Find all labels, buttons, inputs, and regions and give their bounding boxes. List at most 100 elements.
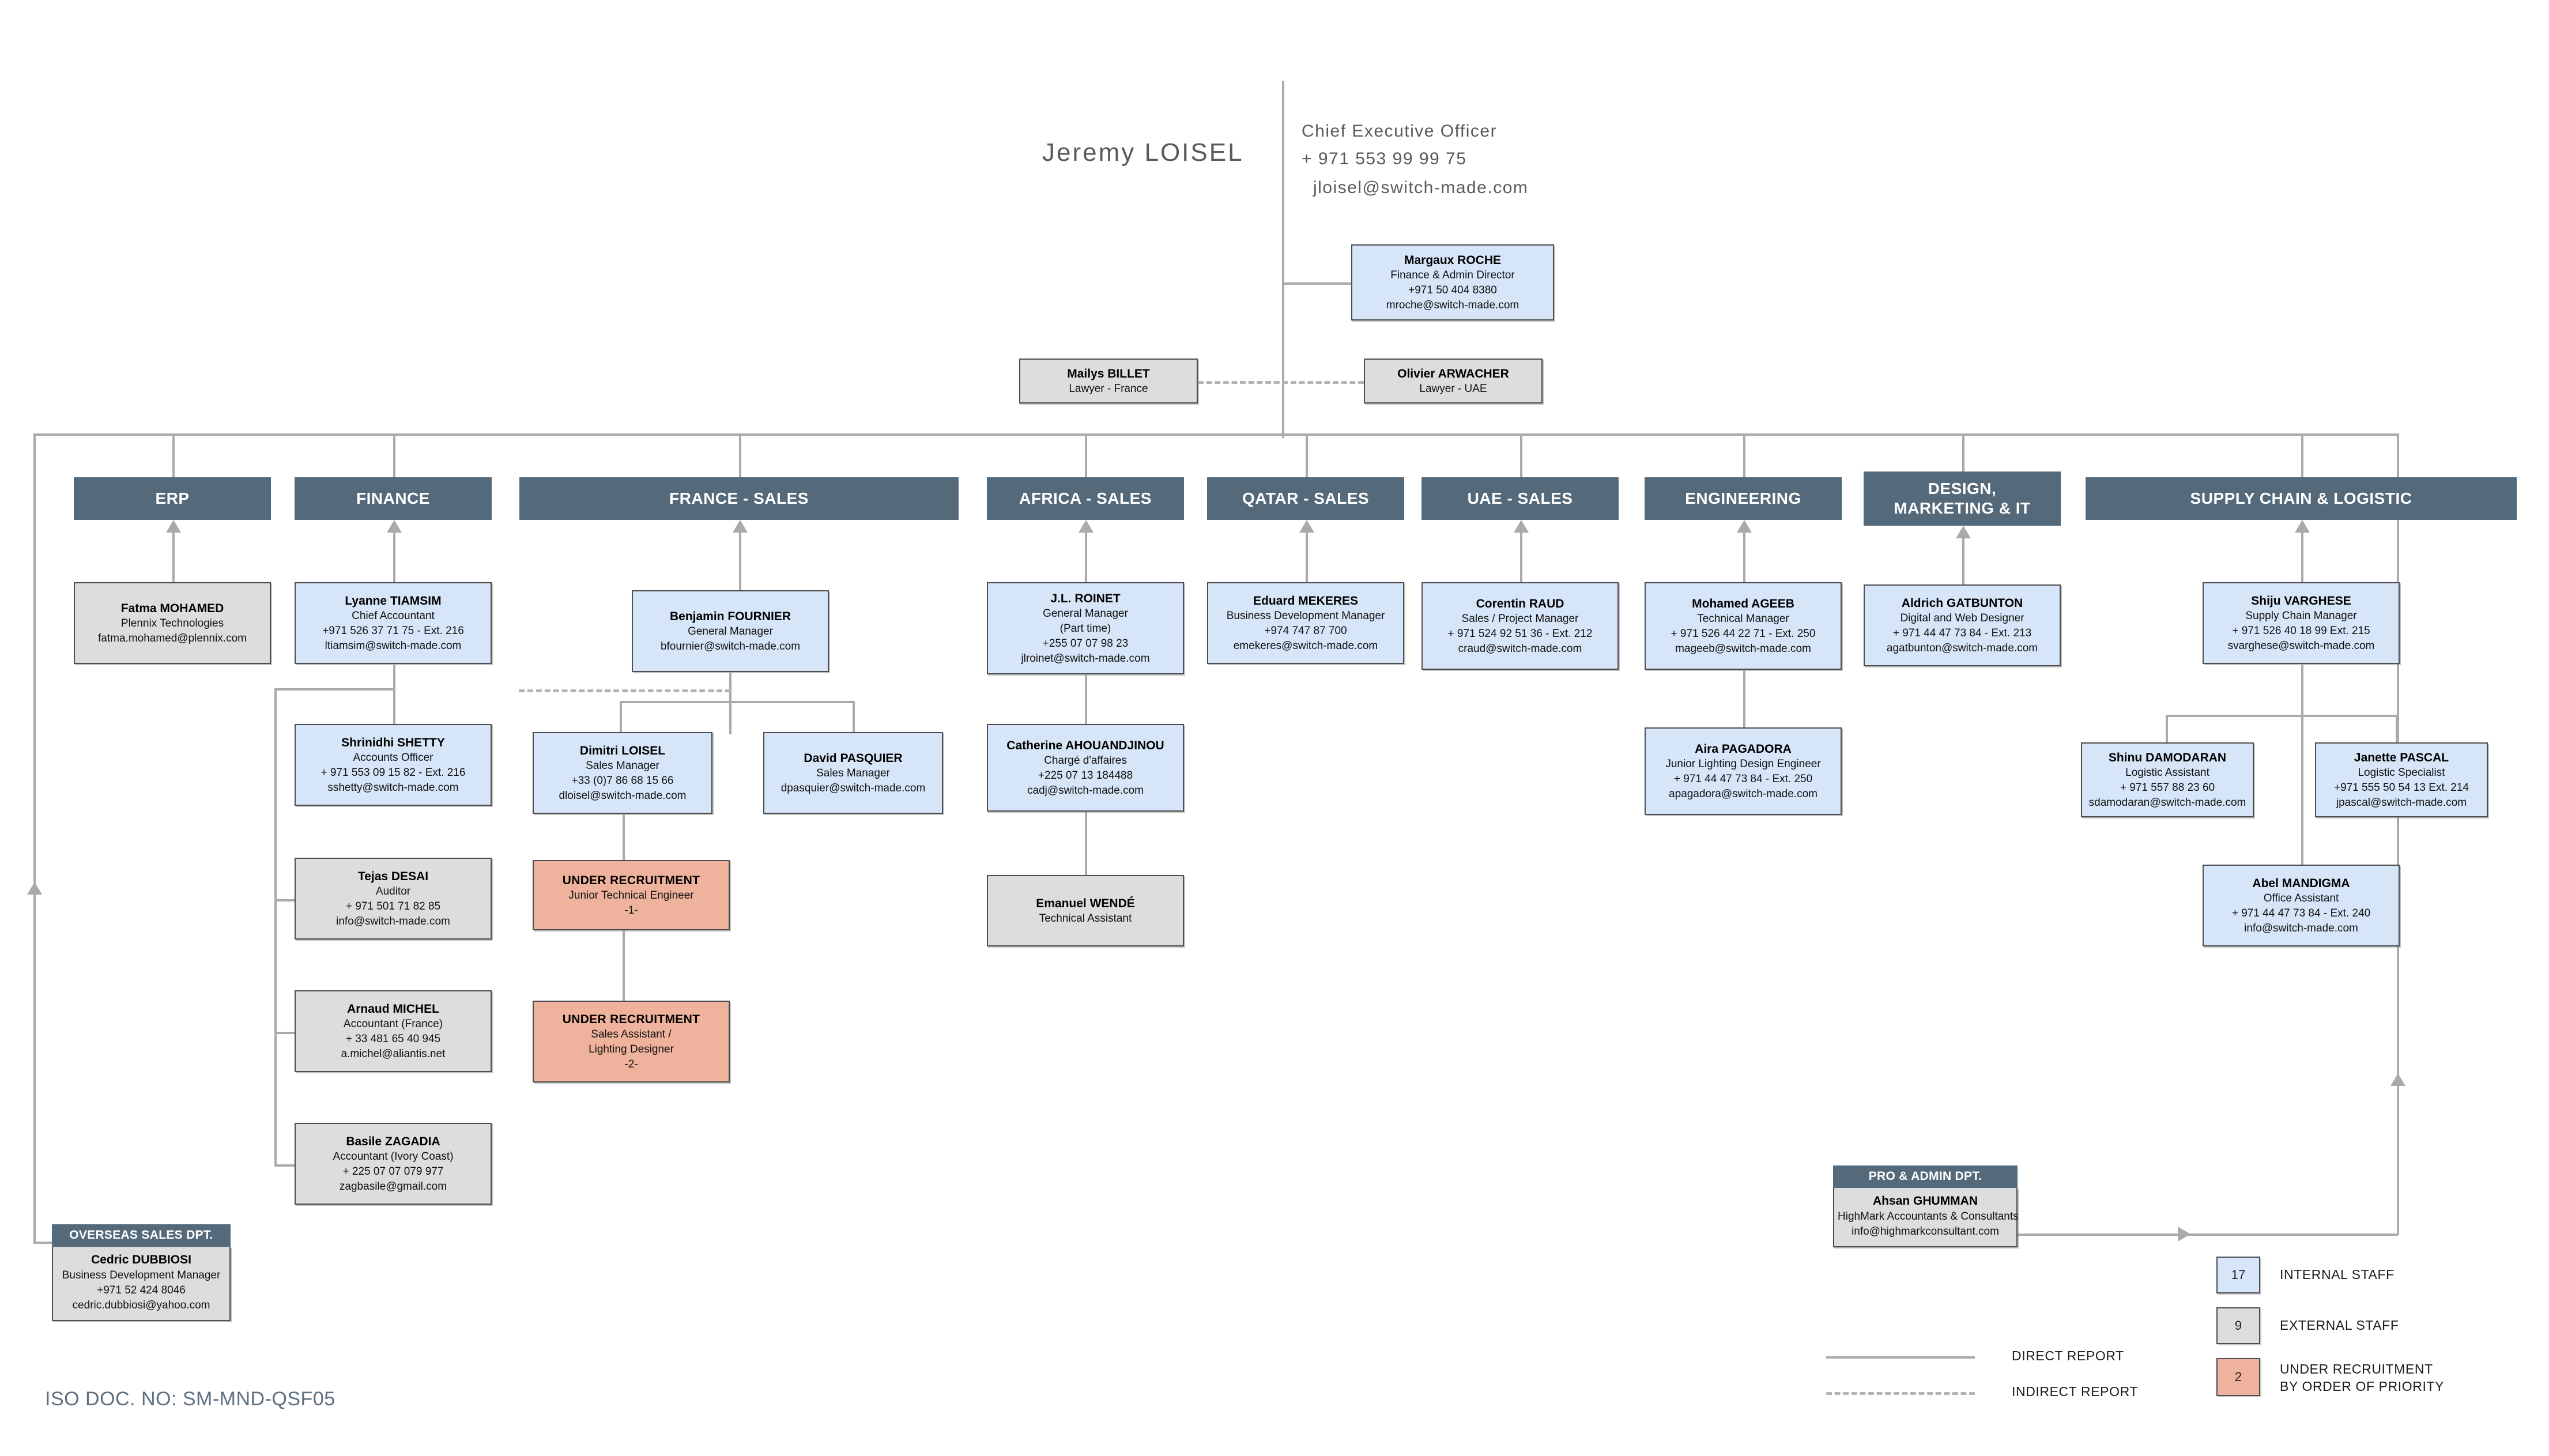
person-role: Office Assistant (2263, 892, 2339, 904)
person-email: jlroinet@switch-made.com (1021, 652, 1150, 665)
person-email: mageeb@switch-made.com (1675, 642, 1811, 655)
recruitment-priority: -2- (624, 1058, 638, 1070)
card-mailys-billet[interactable]: Mailys BILLET Lawyer - France (1019, 359, 1198, 403)
card-fatma-mohamed[interactable]: Fatma MOHAMED Plennix Technologies fatma… (74, 582, 271, 664)
legend-under-recruitment-label: UNDER RECRUITMENT BY ORDER OF PRIORITY (2280, 1361, 2445, 1394)
card-eduard-mekeres[interactable]: Eduard MEKERES Business Development Mana… (1207, 582, 1404, 664)
drop-africa (1085, 433, 1087, 477)
group-pro-admin[interactable]: PRO & ADMIN DPT. Ahsan GHUMMAN HighMark … (1833, 1165, 2019, 1247)
person-email: jpascal@switch-made.com (2336, 796, 2467, 809)
right-branch-line (2397, 433, 2399, 1235)
person-email: info@switch-made.com (2244, 922, 2358, 934)
card-catherine-ahouandjinou[interactable]: Catherine AHOUANDJINOU Chargé d'affaires… (987, 724, 1184, 812)
person-role: Accounts Officer (353, 751, 433, 764)
france-drop-dimitri (620, 701, 622, 734)
recruitment-label: UNDER RECRUITMENT (562, 873, 700, 887)
card-jl-roinet[interactable]: J.L. ROINET General Manager (Part time) … (987, 582, 1184, 674)
legend-swatch-recruitment: 2 (2216, 1358, 2260, 1396)
arrow-up-icon (733, 520, 748, 533)
drop-qatar (1306, 433, 1308, 477)
finance-spine-top (393, 664, 395, 724)
drop-uae (1520, 433, 1522, 477)
card-tejas-desai[interactable]: Tejas DESAI Auditor + 971 501 71 82 85 i… (295, 858, 492, 940)
card-janette-pascal[interactable]: Janette PASCAL Logistic Specialist +971 … (2315, 742, 2488, 817)
drop-france (739, 433, 741, 477)
card-basile-zagadia[interactable]: Basile ZAGADIA Accountant (Ivory Coast) … (295, 1123, 492, 1205)
card-under-recruitment-1[interactable]: UNDER RECRUITMENT Junior Technical Engin… (533, 860, 730, 930)
person-name: Mailys BILLET (1067, 367, 1150, 380)
person-name: Margaux ROCHE (1404, 253, 1502, 267)
supply-spine (2301, 664, 2303, 865)
dept-header-finance[interactable]: FINANCE (295, 477, 492, 520)
card-dimitri-loisel[interactable]: Dimitri LOISEL Sales Manager +33 (0)7 86… (533, 732, 712, 814)
dept-header-france-sales[interactable]: FRANCE - SALES (519, 477, 959, 520)
card-mohamed-ageeb[interactable]: Mohamed AGEEB Technical Manager + 971 52… (1645, 582, 1842, 670)
person-role: Finance & Admin Director (1390, 269, 1515, 281)
card-david-pasquier[interactable]: David PASQUIER Sales Manager dpasquier@s… (763, 732, 943, 814)
person-name: Aldrich GATBUNTON (1901, 596, 2023, 610)
dept-header-qatar-sales[interactable]: QATAR - SALES (1207, 477, 1404, 520)
dept-header-africa-sales[interactable]: AFRICA - SALES (987, 477, 1184, 520)
person-phone: + 971 44 47 73 84 - Ext. 213 (1892, 627, 2032, 639)
person-name: David PASQUIER (804, 751, 903, 765)
arrow-line-france (739, 533, 741, 590)
person-email: sdamodaran@switch-made.com (2088, 796, 2246, 809)
dept-header-design-marketing-it[interactable]: DESIGN, MARKETING & IT (1864, 471, 2061, 526)
dept-header-supply-chain[interactable]: SUPPLY CHAIN & LOGISTIC (2086, 477, 2517, 520)
card-arnaud-michel[interactable]: Arnaud MICHEL Accountant (France) + 33 4… (295, 990, 492, 1072)
arrow-up-icon (27, 882, 42, 895)
person-email: fatma.mohamed@plennix.com (98, 632, 247, 644)
person-name: J.L. ROINET (1050, 591, 1121, 605)
person-phone: +974 747 87 700 (1264, 624, 1347, 637)
card-aldrich-gatbunton[interactable]: Aldrich GATBUNTON Digital and Web Design… (1864, 584, 2061, 666)
person-phone: + 225 07 07 079 977 (342, 1165, 444, 1178)
card-lyanne-tiamsim[interactable]: Lyanne TIAMSIM Chief Accountant +971 526… (295, 582, 492, 664)
dept-header-erp[interactable]: ERP (74, 477, 271, 520)
arrow-up-icon (1514, 520, 1529, 533)
person-name: Ahsan GHUMMAN (1873, 1194, 1978, 1208)
card-under-recruitment-2[interactable]: UNDER RECRUITMENT Sales Assistant / Ligh… (533, 1001, 730, 1082)
person-name: Eduard MEKERES (1253, 594, 1359, 608)
recruitment-role: Sales Assistant / (591, 1028, 672, 1040)
card-abel-mandigma[interactable]: Abel MANDIGMA Office Assistant + 971 44 … (2203, 865, 2400, 946)
card-corentin-raud[interactable]: Corentin RAUD Sales / Project Manager + … (1421, 582, 1619, 670)
card-shinu-damodaran[interactable]: Shinu DAMODARAN Logistic Assistant + 971… (2081, 742, 2254, 817)
person-email: cedric.dubbiosi@yahoo.com (72, 1299, 210, 1311)
dept-header-uae-sales[interactable]: UAE - SALES (1421, 477, 1619, 520)
person-role: Technical Assistant (1039, 912, 1132, 925)
dept-header-engineering[interactable]: ENGINEERING (1645, 477, 1842, 520)
arrow-line-africa (1085, 533, 1087, 582)
person-phone: +971 526 37 71 75 - Ext. 216 (322, 624, 464, 637)
recruitment-priority: -1- (624, 904, 638, 916)
person-role: Technical Manager (1697, 612, 1789, 625)
person-role: Sales Manager (816, 767, 890, 779)
card-margaux-roche[interactable]: Margaux ROCHE Finance & Admin Director +… (1351, 244, 1554, 320)
card-shiju-varghese[interactable]: Shiju VARGHESE Supply Chain Manager + 97… (2203, 582, 2400, 664)
legend-swatch-external: 9 (2216, 1307, 2260, 1344)
person-phone: +971 50 404 8380 (1408, 284, 1497, 296)
lawyers-indirect-line (1198, 381, 1364, 384)
person-role: Sales / Project Manager (1461, 612, 1579, 625)
group-overseas-sales[interactable]: OVERSEAS SALES DPT. Cedric DUBBIOSI Busi… (52, 1224, 231, 1321)
ceo-title: Chief Executive Officer (1302, 122, 1498, 141)
drop-engineering (1743, 433, 1745, 477)
card-benjamin-fournier[interactable]: Benjamin FOURNIER General Manager bfourn… (632, 590, 829, 672)
card-emanuel-wende[interactable]: Emanuel WENDÉ Technical Assistant (987, 875, 1184, 946)
group-header: OVERSEAS SALES DPT. (52, 1224, 231, 1247)
africa-spine-1 (1085, 674, 1087, 724)
person-phone: +255 07 07 98 23 (1042, 637, 1129, 650)
person-name: Corentin RAUD (1476, 597, 1564, 610)
person-name: Olivier ARWACHER (1397, 367, 1509, 380)
ceo-vertical-line (1282, 81, 1284, 438)
person-name: Cedric DUBBIOSI (91, 1253, 191, 1266)
person-name: Fatma MOHAMED (120, 601, 224, 615)
person-email: bfournier@switch-made.com (660, 640, 801, 652)
drop-recruit1 (623, 814, 625, 860)
person-role: Accountant (France) (343, 1017, 443, 1030)
card-olivier-arwacher[interactable]: Olivier ARWACHER Lawyer - UAE (1364, 359, 1543, 403)
card-aira-pagadora[interactable]: Aira PAGADORA Junior Lighting Design Eng… (1645, 727, 1842, 815)
person-name: Aira PAGADORA (1695, 742, 1792, 756)
person-role: Sales Manager (586, 759, 659, 772)
person-email: dloisel@switch-made.com (559, 789, 687, 802)
card-shrinidhi-shetty[interactable]: Shrinidhi SHETTY Accounts Officer + 971 … (295, 724, 492, 806)
